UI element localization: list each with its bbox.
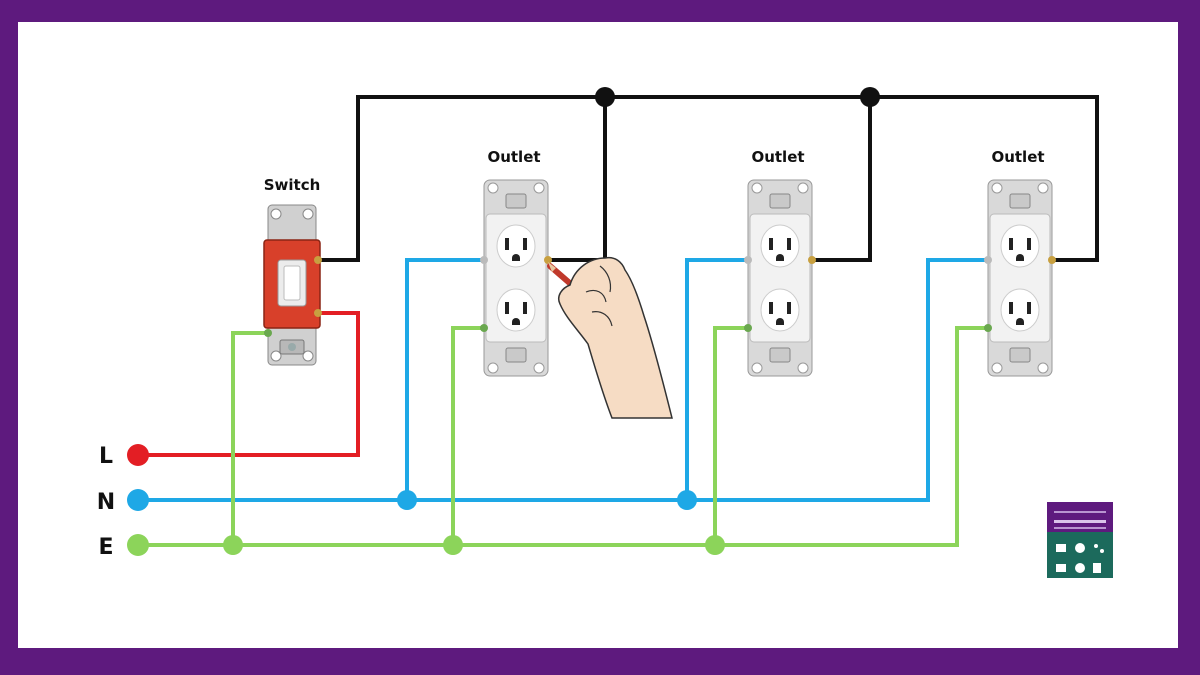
outlet-2-label: Outlet bbox=[751, 148, 804, 166]
switch-label: Switch bbox=[264, 176, 321, 194]
junction-dot bbox=[677, 490, 697, 510]
terminal-l-label: L bbox=[99, 444, 113, 469]
outlet-3 bbox=[984, 179, 1056, 377]
neutral-wire bbox=[138, 258, 988, 502]
outlet-1 bbox=[480, 179, 552, 377]
terminal-l-dot bbox=[127, 444, 149, 466]
electrical-channel-logo-icon bbox=[1047, 502, 1113, 578]
terminal-n-dot bbox=[127, 489, 149, 511]
junction-dot bbox=[223, 535, 243, 555]
junction-dot bbox=[705, 535, 725, 555]
earth-wire bbox=[138, 326, 988, 547]
hand-drawing-pencil-icon bbox=[547, 256, 673, 419]
toggle-switch bbox=[263, 204, 322, 366]
junction-dot bbox=[595, 87, 615, 107]
terminal-e-label: E bbox=[98, 535, 113, 560]
terminal-n-label: N bbox=[97, 490, 115, 515]
junction-dot bbox=[443, 535, 463, 555]
outlet-3-label: Outlet bbox=[991, 148, 1044, 166]
outlet-2 bbox=[744, 179, 816, 377]
junction-dot bbox=[860, 87, 880, 107]
outlet-1-label: Outlet bbox=[487, 148, 540, 166]
line-wire bbox=[138, 311, 360, 457]
terminal-e-dot bbox=[127, 534, 149, 556]
switched-hot-wire bbox=[318, 95, 1099, 262]
junction-dot bbox=[397, 490, 417, 510]
